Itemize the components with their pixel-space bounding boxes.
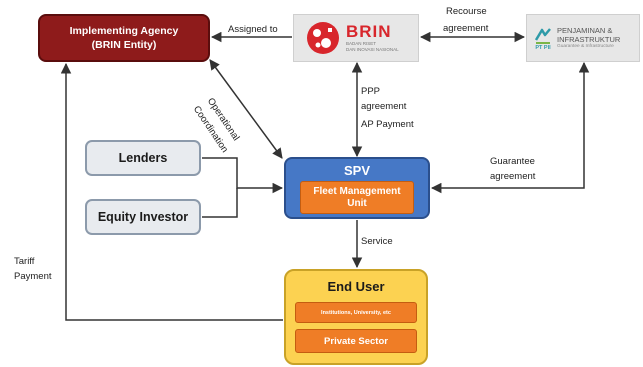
end-user-title: End User <box>327 279 385 294</box>
brin-subtitle-2: DAN INOVASI NASIONAL <box>346 47 399 52</box>
brin-logo: BRIN BADAN RISET DAN INOVASI NASIONAL <box>293 14 419 62</box>
service-label: Service <box>361 236 393 247</box>
ppp-label-2: agreement <box>361 101 407 112</box>
spv-title: SPV <box>343 163 370 178</box>
end-user-segment-institutions: Institutions, University, etc <box>295 302 417 323</box>
brin-emblem-icon <box>307 22 339 54</box>
spv-box: SPV Fleet Management Unit <box>284 157 430 219</box>
guarantee-agreement-arrow <box>430 61 590 194</box>
brin-wordmark: BRIN BADAN RISET DAN INOVASI NASIONAL <box>346 23 399 53</box>
ppp-label-3: AP Payment <box>361 119 414 130</box>
guarantee-label-1: Guarantee <box>490 156 535 167</box>
equity-investor-connector <box>202 188 238 218</box>
assigned-to-label: Assigned to <box>228 24 278 35</box>
recourse-label-2: agreement <box>443 23 489 34</box>
pt-pii-logo: PT PII PENJAMINAN & INFRASTRUKTUR Guaran… <box>526 14 640 62</box>
equity-investor-label: Equity Investor <box>97 210 189 224</box>
pii-line-3: Guarantee & Infrastructure <box>557 44 614 49</box>
implementing-agency-subtitle: (BRIN Entity) <box>91 39 157 51</box>
tariff-label-1: Tariff <box>14 256 35 267</box>
pii-wordmark: PENJAMINAN & INFRASTRUKTUR Guarantee & I… <box>557 26 620 50</box>
brin-name: BRIN <box>346 22 392 41</box>
fleet-unit-line-1: Fleet Management <box>313 185 401 197</box>
segment-institutions-label: Institutions, University, etc <box>321 309 391 316</box>
pii-line-2: INFRASTRUKTUR <box>557 35 621 44</box>
pii-wave-icon <box>534 27 551 44</box>
recourse-label-1: Recourse <box>446 6 487 17</box>
lenders-connector <box>202 157 284 194</box>
ppp-label-1: PPP <box>361 86 381 97</box>
guarantee-label-2: agreement <box>490 171 536 182</box>
tariff-label-2: Payment <box>14 271 52 282</box>
implementing-agency-title: Implementing Agency <box>69 25 179 37</box>
pii-badge: PT PII <box>535 44 551 51</box>
equity-investor-box: Equity Investor <box>85 199 201 235</box>
tariff-payment-arrow <box>60 62 283 321</box>
lenders-label: Lenders <box>118 151 168 165</box>
fleet-management-unit-box: Fleet Management Unit <box>300 181 414 214</box>
pii-emblem: PT PII <box>533 25 553 52</box>
operational-coordination-arrow <box>209 59 283 159</box>
end-user-box: End User Institutions, University, etc P… <box>284 269 428 365</box>
implementing-agency-box: Implementing Agency (BRIN Entity) <box>38 14 210 62</box>
end-user-segment-private: Private Sector <box>295 329 417 353</box>
pii-line-1: PENJAMINAN & <box>557 26 613 35</box>
brin-subtitle-1: BADAN RISET <box>346 41 377 46</box>
lenders-box: Lenders <box>85 140 201 176</box>
fleet-unit-line-2: Unit <box>347 197 367 209</box>
segment-private-label: Private Sector <box>324 335 388 347</box>
